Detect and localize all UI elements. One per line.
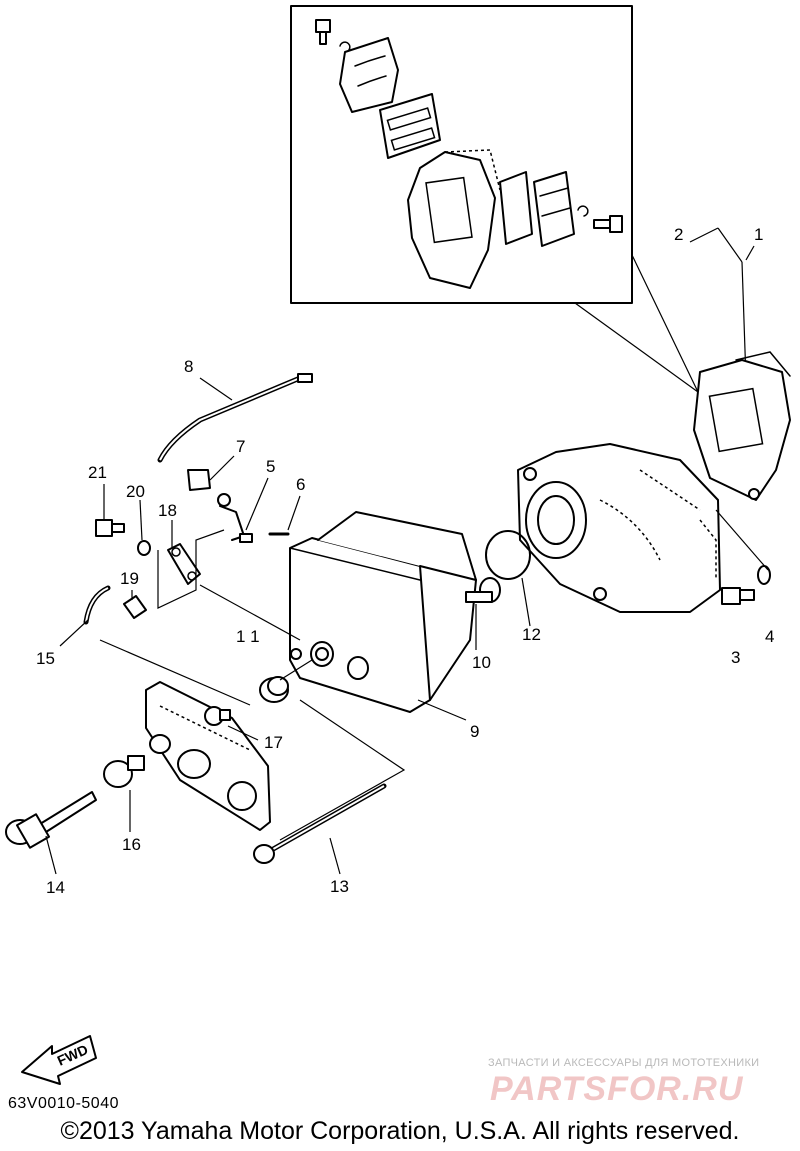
- copyright-notice: ©2013 Yamaha Motor Corporation, U.S.A. A…: [60, 1117, 740, 1145]
- callout-17: 17: [264, 733, 283, 752]
- callout-11: 1 1: [236, 627, 260, 646]
- callout-7: 7: [236, 437, 245, 456]
- callout-19: 19: [120, 569, 139, 588]
- carburetor-body: [517, 443, 721, 613]
- bolt-3: [721, 587, 755, 605]
- callout-4: 4: [765, 627, 774, 646]
- callout-9: 9: [470, 722, 479, 741]
- watermark-tagline: ЗАПЧАСТИ И АКСЕССУАРЫ ДЛЯ МОТОТЕХНИКИ: [488, 1057, 760, 1069]
- inset-reed-pair-2: [533, 171, 575, 247]
- inset-valve-seat: [407, 151, 496, 289]
- leader-1-2: [689, 227, 755, 381]
- washer-20: [137, 540, 151, 556]
- hose-8: [157, 373, 313, 463]
- plug-11: [259, 676, 289, 703]
- callout-1: 1: [754, 225, 763, 244]
- callout-5: 5: [266, 457, 275, 476]
- washer-4: [757, 565, 771, 585]
- fitting-19: [123, 595, 147, 619]
- callout-15: 15: [36, 649, 55, 668]
- bolt-21: [95, 519, 125, 537]
- clamp-7: [187, 469, 211, 491]
- reed-valve-assembly: [693, 351, 791, 501]
- inset-reed-valve: [379, 93, 441, 159]
- collar-10: [465, 577, 501, 603]
- callout-3: 3: [731, 648, 740, 667]
- reed-valve-inset: [290, 5, 699, 393]
- bolt-13: [253, 783, 387, 864]
- inset-reed-pair-1: [499, 171, 533, 245]
- inset-clip-right: [577, 205, 589, 217]
- intake-silencer: [289, 511, 477, 713]
- lever-18: [167, 543, 201, 585]
- gasket-o-ring: [485, 530, 531, 580]
- callout-6: 6: [296, 475, 305, 494]
- bottom-cowling: [145, 681, 271, 831]
- callout-10: 10: [472, 653, 491, 672]
- hose-15: [83, 585, 111, 625]
- watermark-logo: PARTSFOR.RU: [490, 1070, 744, 1108]
- callout-14: 14: [46, 878, 65, 897]
- inset-screw-top: [315, 19, 331, 45]
- diagram-code: 63V0010-5040: [8, 1095, 119, 1112]
- callout-12: 12: [522, 625, 541, 644]
- callout-18: 18: [158, 501, 177, 520]
- inset-screw-right: [593, 215, 623, 233]
- callout-13: 13: [330, 877, 349, 896]
- link-5: [217, 493, 253, 543]
- knob-16: [103, 755, 145, 788]
- fwd-arrow: FWD: [21, 1035, 97, 1085]
- callout-21: 21: [88, 463, 107, 482]
- callout-16: 16: [122, 835, 141, 854]
- callout-20: 20: [126, 482, 145, 501]
- grommet-17: [204, 706, 231, 726]
- inset-reed-stopper: [339, 37, 399, 113]
- callout-8: 8: [184, 357, 193, 376]
- callout-2: 2: [674, 225, 683, 244]
- handle-14: [5, 791, 97, 849]
